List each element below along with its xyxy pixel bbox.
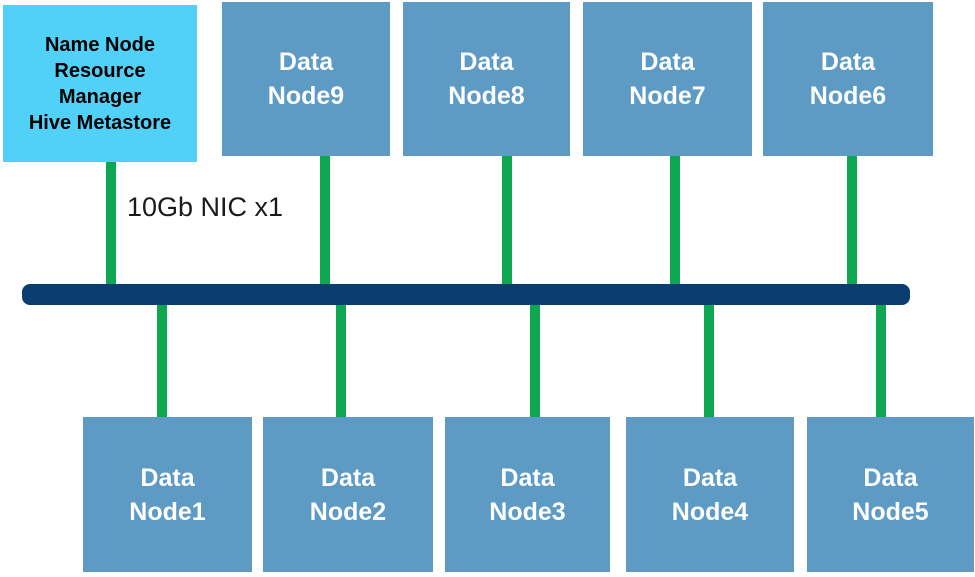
data-node-label-line: Node5 <box>852 497 929 526</box>
connector-data-node9 <box>320 150 330 290</box>
data-node-label-line: Node9 <box>267 82 345 110</box>
master-node-line: Manager <box>58 85 142 108</box>
data-node-label-line: Data <box>863 463 918 492</box>
connector-data-node5 <box>876 300 886 420</box>
connector-master-node <box>106 150 116 290</box>
connector-data-node2 <box>336 300 346 420</box>
data-node2-box: Data Node2 <box>263 417 433 572</box>
connector-data-node3 <box>530 300 540 420</box>
connector-data-node4 <box>704 300 714 420</box>
data-node-label-line: Data <box>682 463 738 492</box>
connector-data-node6 <box>847 150 857 290</box>
data-node3-box: Data Node3 <box>445 417 610 572</box>
nic-label: 10Gb NIC x1 <box>127 192 284 222</box>
data-node-label-line: Node8 <box>448 82 525 110</box>
data-node1-box: Data Node1 <box>83 417 252 572</box>
network-backbone-bar <box>22 284 910 305</box>
data-node-label-line: Node6 <box>809 82 887 110</box>
data-node9-box: Data Node9 <box>222 2 390 156</box>
connector-data-node7 <box>670 150 680 290</box>
data-node-label-line: Data <box>278 48 334 76</box>
data-node-label-line: Node7 <box>629 82 706 110</box>
data-node4-box: Data Node4 <box>626 417 794 572</box>
data-node-label-line: Data <box>820 48 876 76</box>
connector-data-node8 <box>502 150 512 290</box>
data-node-label-line: Data <box>320 463 376 492</box>
data-node-label-line: Node4 <box>671 497 749 526</box>
data-node8-box: Data Node8 <box>403 2 570 156</box>
data-node-label-line: Data <box>640 48 695 76</box>
master-node-line: Name Node <box>44 33 156 56</box>
master-node-line: Hive Metastore <box>28 111 172 134</box>
data-node7-box: Data Node7 <box>583 2 752 156</box>
data-node-label-line: Node3 <box>489 497 566 526</box>
master-node-line: Resource <box>54 59 146 82</box>
data-node-label-line: Node1 <box>129 497 206 526</box>
data-node6-box: Data Node6 <box>763 2 933 156</box>
data-node-label-line: Data <box>500 463 555 492</box>
master-node-box: Name Node Resource Manager Hive Metastor… <box>3 5 197 162</box>
data-node-label-line: Data <box>140 463 195 492</box>
data-node-label-line: Node2 <box>309 497 387 526</box>
connector-data-node1 <box>157 300 167 420</box>
data-node5-box: Data Node5 <box>807 417 974 572</box>
data-node-label-line: Data <box>459 48 514 76</box>
